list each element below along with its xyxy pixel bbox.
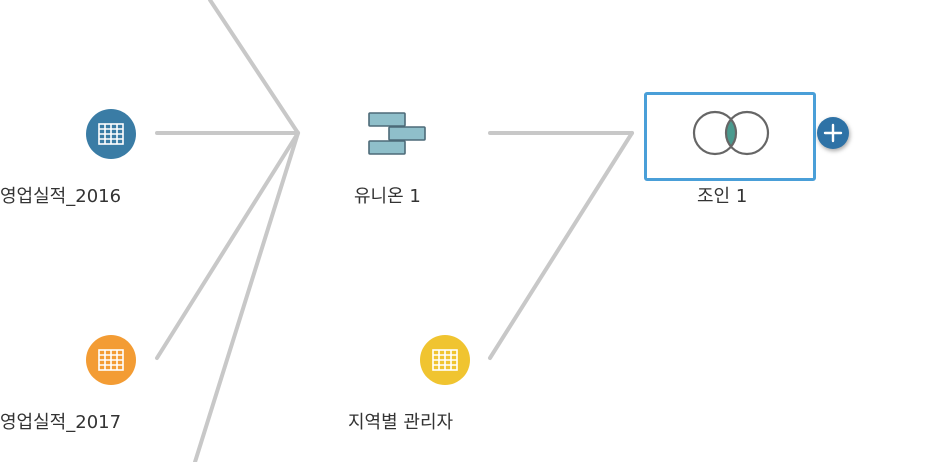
connector-offscreen-to-union: [208, 0, 300, 135]
table-node-label-sales-2017: 영업실적_2017: [0, 412, 122, 433]
connector-2017-to-union: [155, 131, 300, 360]
table-node-region-manager[interactable]: [420, 335, 470, 385]
table-icon: [420, 335, 470, 385]
connector-offscreen-bottom-to-union: [193, 131, 300, 462]
union-node-label: 유니온 1: [354, 186, 421, 207]
table-node-sales-2016[interactable]: [86, 109, 136, 159]
join-node-label: 조인 1: [697, 186, 748, 207]
add-step-button[interactable]: [817, 117, 849, 149]
plus-icon: [823, 123, 843, 143]
inner-join-icon: [692, 110, 770, 156]
join-node-selected[interactable]: [644, 92, 816, 181]
table-node-label-sales-2016: 영업실적_2016: [0, 186, 122, 207]
union-icon[interactable]: [366, 110, 428, 158]
table-node-sales-2017[interactable]: [86, 335, 136, 385]
table-icon: [86, 109, 136, 159]
connector-region-to-join: [488, 131, 634, 360]
table-icon: [86, 335, 136, 385]
table-node-label-region-manager: 지역별 관리자: [348, 412, 454, 433]
